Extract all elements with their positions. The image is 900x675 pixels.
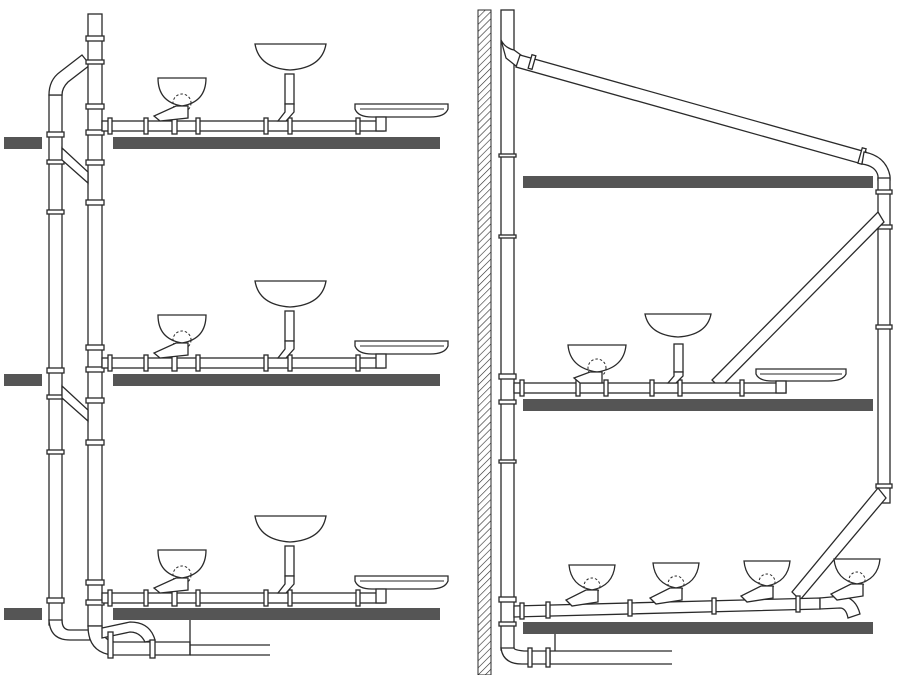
sink	[644, 313, 712, 338]
vent-base-elbow	[48, 619, 91, 641]
shower-tray	[755, 368, 847, 382]
tray-outlet	[775, 380, 787, 394]
left-floor-fixtures	[101, 43, 449, 135]
vent-pipe	[48, 94, 63, 626]
vent-offset-pipe	[515, 54, 867, 165]
right-upper-floor-fixtures	[513, 313, 847, 397]
left-panel	[4, 13, 449, 659]
right-drainage-stack	[498, 9, 891, 651]
floor-slab	[113, 608, 440, 620]
vent-joints	[46, 131, 65, 604]
vent-stack	[46, 54, 91, 626]
basin-trap	[152, 105, 189, 122]
basin-trap	[564, 589, 599, 607]
washbasin-group	[564, 564, 616, 607]
right-panel	[477, 9, 893, 675]
vent-branch	[61, 384, 89, 423]
tray-outlet	[375, 116, 387, 132]
stack-joints	[498, 153, 517, 627]
stack-pipe	[500, 9, 515, 651]
vent-branch	[61, 146, 89, 185]
sink-trap	[276, 103, 295, 122]
floor-slab	[523, 399, 873, 411]
washbasin	[157, 77, 207, 107]
trap-dashed	[583, 577, 601, 595]
floor-slab	[523, 622, 873, 634]
vent-pipe	[877, 177, 891, 504]
floor-slab	[523, 176, 873, 188]
right-base-outlet	[500, 634, 672, 668]
branch-joints	[107, 117, 361, 135]
left-base-outlet	[48, 619, 270, 659]
floor-slab	[4, 137, 42, 149]
right-floor-slabs	[523, 176, 873, 634]
stack-base-elbow	[500, 647, 551, 665]
vent-branch	[791, 486, 887, 601]
drainage-stack	[61, 13, 105, 627]
sink-trap	[666, 371, 684, 384]
right-lower-floor-fixtures	[513, 558, 881, 620]
vent-branch	[711, 210, 885, 389]
floor-slab	[4, 374, 42, 386]
wall	[477, 9, 492, 675]
sink	[254, 43, 327, 71]
left-floor-fixtures	[101, 515, 449, 607]
left-floor-fixtures	[101, 280, 449, 372]
floor-slab	[113, 374, 440, 386]
shower-tray	[354, 103, 449, 118]
vent-elbow	[861, 151, 891, 181]
vent-elbow	[48, 54, 91, 96]
stack-joints	[85, 35, 105, 606]
floor-slab	[4, 608, 42, 620]
outlet-branch	[101, 621, 156, 643]
basin-trap	[572, 371, 603, 384]
floor-slab	[113, 137, 440, 149]
sink-tailpipe	[673, 343, 684, 373]
left-floor-slabs	[4, 137, 440, 620]
sink-tailpipe	[284, 73, 295, 105]
